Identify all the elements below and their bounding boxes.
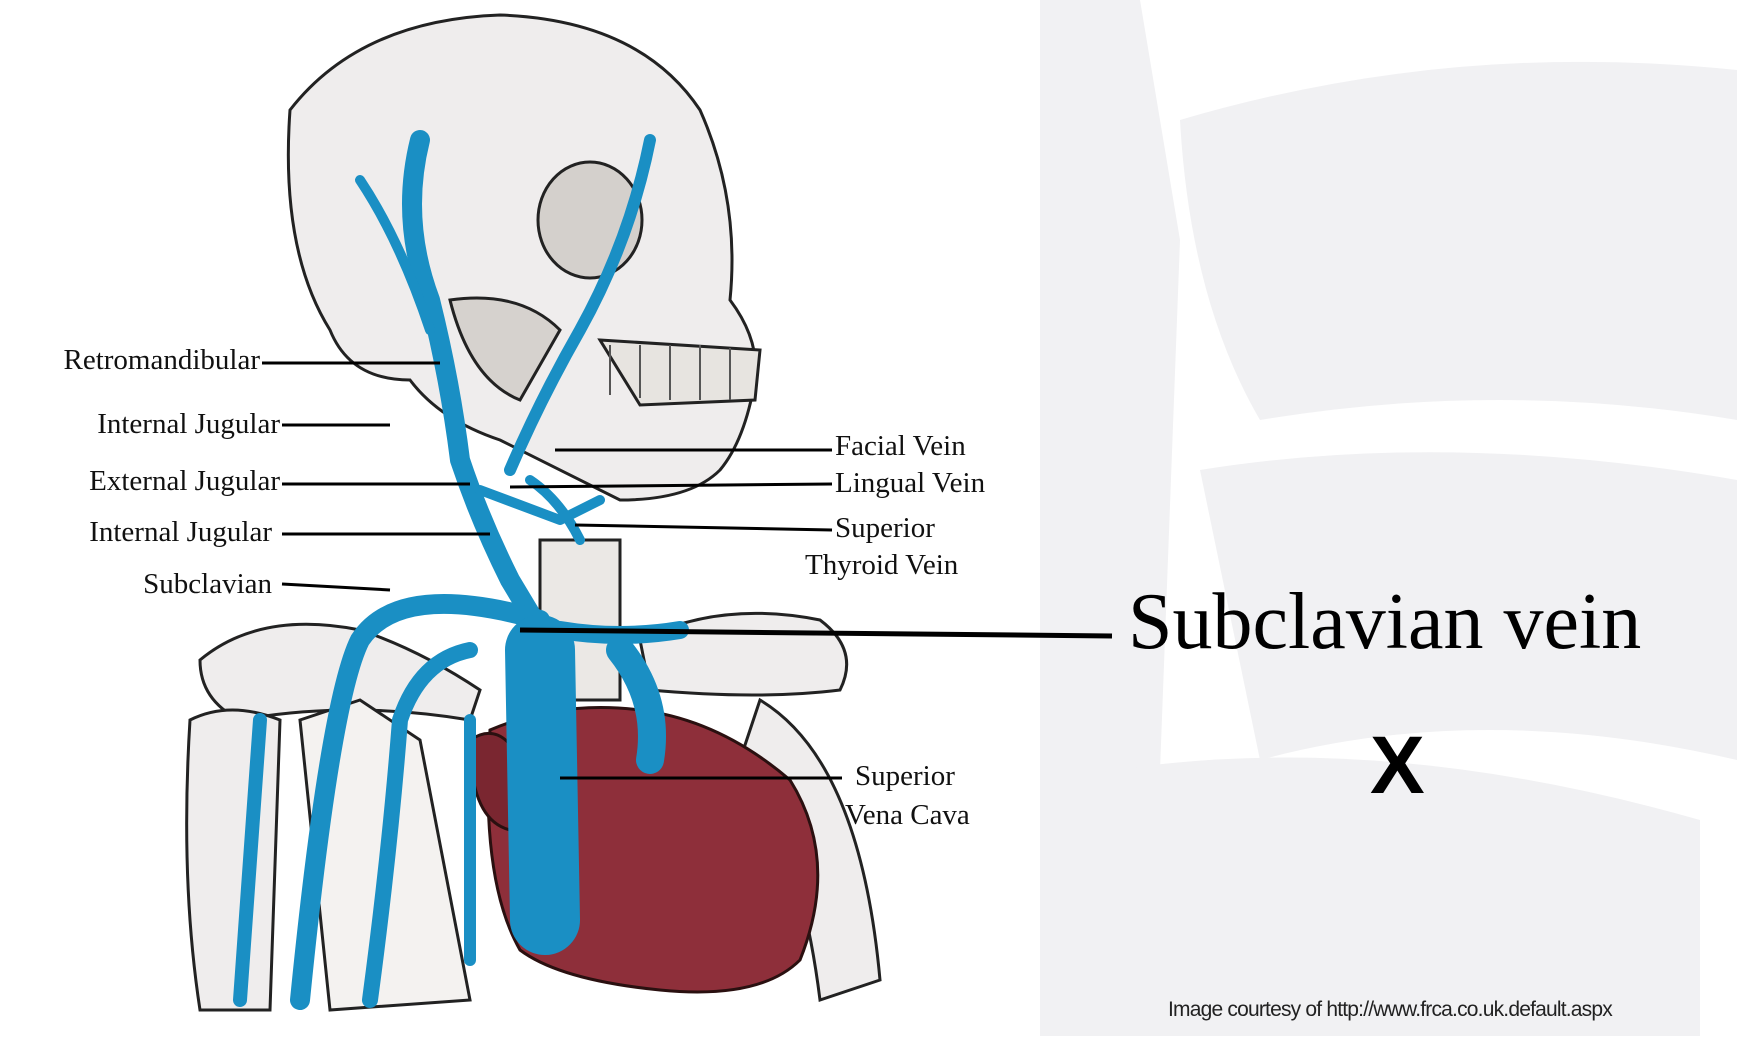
x-mark: X [1370,725,1425,807]
image-credit: Image courtesy of http://www.frca.co.uk.… [1168,998,1612,1022]
label-internal-jugular-upper: Internal Jugular [10,410,280,439]
leader-subclavian [282,584,390,590]
label-subclavian: Subclavian [10,570,272,599]
highlight-label-subclavian-vein: Subclavian vein [1128,582,1641,662]
label-superior-thyroid-line1: Superior [835,514,935,543]
label-retromandibular: Retromandibular [10,346,260,375]
label-svc-line2: Vena Cava [845,801,970,830]
label-facial-vein: Facial Vein [835,432,966,461]
label-lingual-vein: Lingual Vein [835,469,985,498]
leader-sup-thyroid [575,525,832,530]
label-svc-line1: Superior [855,762,955,791]
label-external-jugular: External Jugular [10,467,280,496]
label-superior-thyroid-line2: Thyroid Vein [805,551,958,580]
label-internal-jugular-lower: Internal Jugular [10,518,272,547]
background-watermark [1040,0,1737,1036]
leader-lingual [510,484,832,487]
